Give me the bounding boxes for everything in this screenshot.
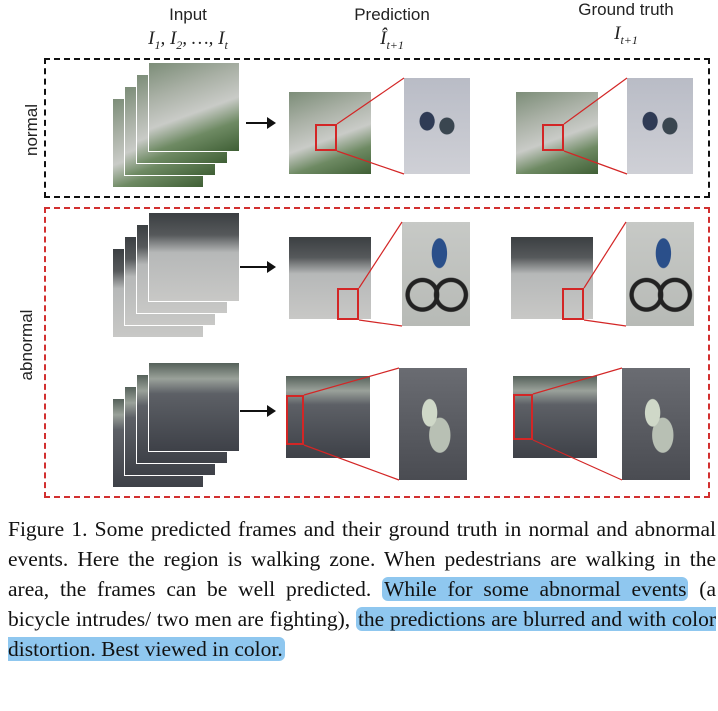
ground-truth-frame-fighting [513, 376, 597, 458]
zoomed-crop-ground-truth-bicycle [626, 222, 694, 326]
zoomed-crop-prediction-bicycle [402, 222, 470, 326]
input-frame [148, 62, 240, 152]
header-input-label: Input [169, 5, 207, 24]
ground-truth-frame-normal [516, 92, 598, 174]
header-ground-truth: Ground truth It+1 [556, 0, 696, 48]
zoomed-crop-ground-truth-fighting [622, 368, 690, 480]
figure-caption: Figure 1. Some predicted frames and thei… [8, 514, 716, 664]
zoomed-crop-prediction-fighting [399, 368, 467, 480]
header-ground-truth-label: Ground truth [578, 0, 674, 19]
abnormal-group-box [44, 207, 710, 498]
normal-group-box [44, 58, 710, 198]
arrow-fighting [240, 405, 276, 417]
header-prediction: Prediction Ît+1 [332, 5, 452, 53]
zoom-box-ground-truth-normal [542, 124, 564, 151]
header-input: Input I1, I2, …, It [128, 5, 248, 53]
zoom-box-ground-truth-fighting [513, 394, 533, 440]
caption-highlight-1[interactable]: While for some abnormal events [382, 577, 689, 601]
arrow-normal [246, 117, 276, 129]
predicted-frame-normal [289, 92, 371, 174]
zoom-box-prediction-fighting [286, 395, 304, 445]
header-ground-truth-math: It+1 [614, 23, 638, 47]
input-frame-stack-fighting [112, 362, 240, 488]
header-prediction-math: Ît+1 [380, 28, 404, 52]
input-frame [148, 362, 240, 452]
zoom-box-prediction-bicycle [337, 288, 359, 320]
ground-truth-frame-bicycle [511, 237, 593, 319]
zoomed-crop-ground-truth-normal [627, 78, 693, 174]
input-frame [148, 212, 240, 302]
zoom-box-ground-truth-bicycle [562, 288, 584, 320]
zoom-connector-lines [303, 77, 628, 481]
zoom-box-prediction-normal [315, 124, 337, 151]
header-prediction-label: Prediction [354, 5, 430, 24]
header-input-math: I1, I2, …, It [148, 28, 228, 52]
arrow-bicycle [240, 261, 276, 273]
input-frame-stack-normal [112, 62, 240, 190]
zoomed-crop-prediction-normal [404, 78, 470, 174]
caption-text-2: (a bicycle intrudes/ two men are fightin… [8, 577, 716, 631]
input-frame-stack-bicycle [112, 212, 240, 338]
caption-text-1: Figure 1. Some predicted frames and thei… [8, 517, 716, 601]
